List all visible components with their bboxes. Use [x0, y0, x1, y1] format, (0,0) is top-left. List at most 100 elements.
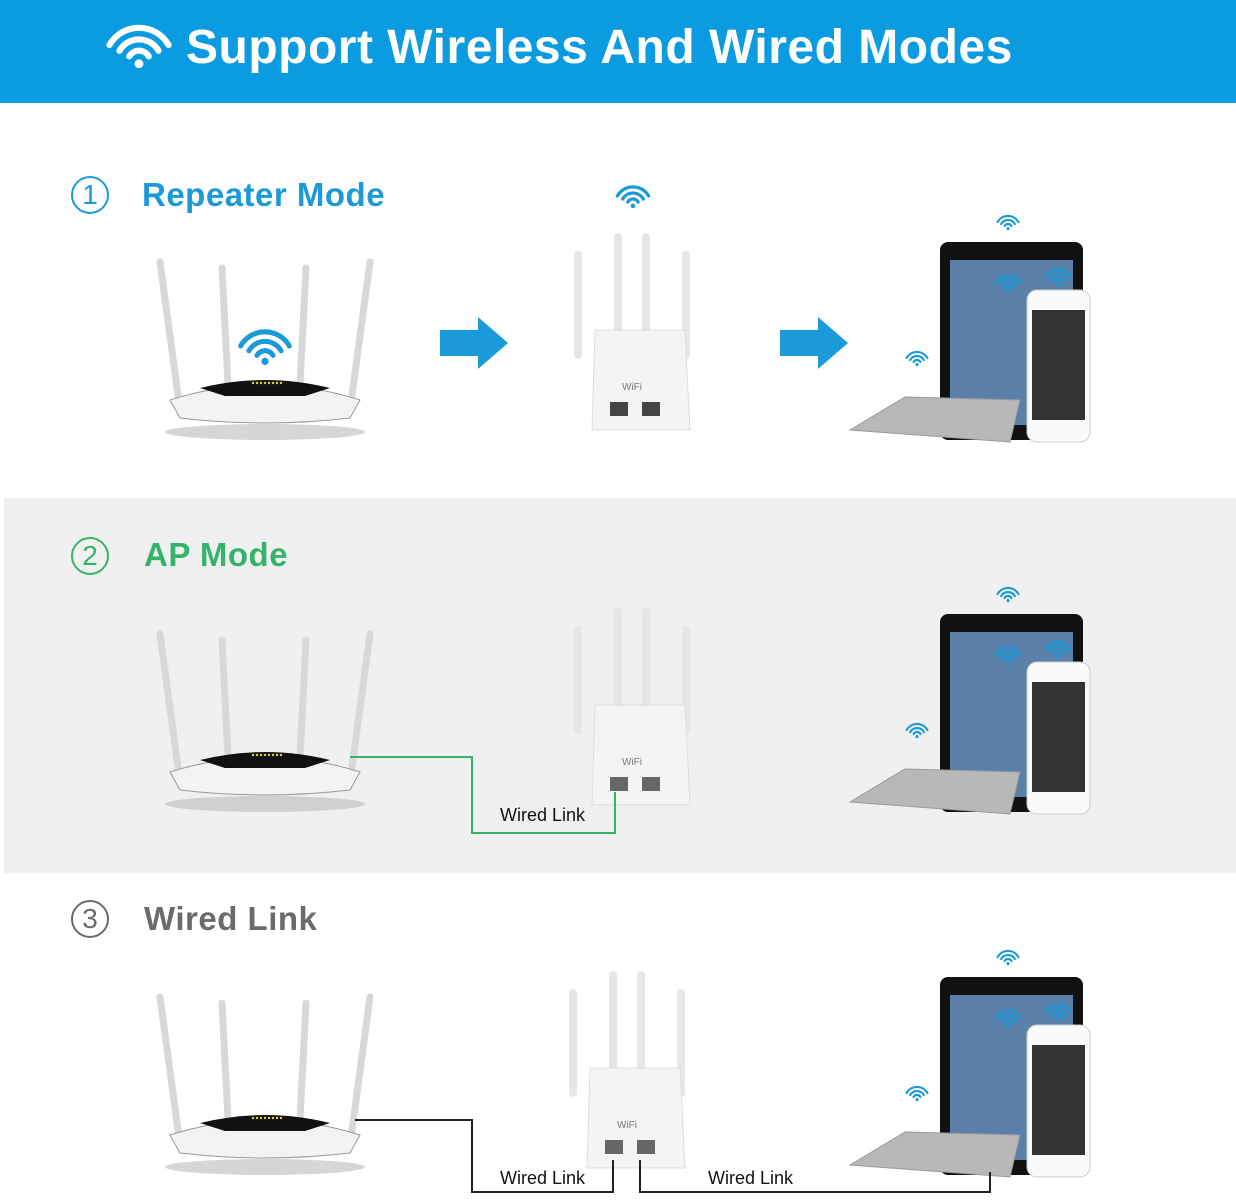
section-number-1: 1: [71, 176, 109, 214]
antenna: [296, 264, 310, 389]
antenna: [218, 264, 232, 389]
router-led: [275, 753, 279, 757]
section-title-repeater: Repeater Mode: [142, 176, 386, 213]
wifi-icon: [994, 1009, 1022, 1028]
wifi-arc: [996, 586, 1020, 596]
wifi-arc: [1044, 1003, 1072, 1014]
router-led: [263, 753, 267, 757]
wifi-arc: [998, 1014, 1018, 1022]
antenna: [156, 258, 184, 414]
router-led: [255, 381, 259, 385]
laptop: [848, 768, 1021, 815]
antenna: [346, 258, 374, 414]
wifi-logo: WiFi: [622, 757, 642, 768]
wifi-logo: WiFi: [622, 382, 642, 393]
wired-link-label: Wired Link: [500, 805, 586, 825]
antenna: [218, 999, 232, 1124]
main-router: [156, 630, 374, 812]
wifi-arc: [1002, 656, 1014, 661]
extender-body: [586, 1067, 686, 1169]
phone-screen: [1032, 310, 1085, 420]
wifi-extender: WiFi: [574, 233, 691, 431]
arrow-right-icon: [780, 317, 848, 369]
wired-link-label: Wired Link: [708, 1168, 794, 1188]
ethernet-port: [637, 1140, 655, 1154]
page-title: Support Wireless And Wired Modes: [186, 21, 1013, 74]
router-led: [251, 1116, 255, 1120]
wifi-arc: [994, 274, 1022, 285]
router-top: [200, 380, 330, 396]
router-led: [263, 1116, 267, 1120]
wifi-arc: [626, 197, 640, 204]
wifi-arc: [909, 726, 925, 734]
wifi-arc: [912, 358, 922, 364]
wifi-icon: [905, 350, 929, 367]
wifi-dot: [1056, 654, 1060, 659]
section-title-wired: Wired Link: [144, 900, 318, 937]
wifi-arc: [238, 329, 292, 349]
router-led: [263, 381, 267, 385]
wifi-arc: [1002, 284, 1014, 289]
wifi-dot: [1006, 288, 1010, 293]
wifi-dot: [1006, 1023, 1010, 1028]
wifi-arc: [246, 338, 284, 354]
router-led: [255, 1116, 259, 1120]
laptop: [848, 1131, 1021, 1178]
wifi-icon: [1044, 1003, 1072, 1022]
wifi-logo: WiFi: [617, 1120, 637, 1131]
laptop: [848, 396, 1021, 443]
router-led: [267, 1116, 271, 1120]
wifi-dot: [261, 357, 269, 366]
wifi-icon: [996, 586, 1020, 603]
antenna: [156, 993, 184, 1149]
antenna: [296, 636, 310, 761]
wifi-dot: [1006, 962, 1010, 966]
router-led: [259, 1116, 263, 1120]
wifi-icon: [996, 214, 1020, 231]
wifi-arc: [1048, 1008, 1068, 1016]
extender-body: [591, 704, 691, 806]
wired-link-label: Wired Link: [500, 1168, 586, 1188]
wifi-dot: [915, 363, 919, 367]
wifi-icon: [905, 1085, 929, 1102]
wifi-arc: [996, 214, 1020, 224]
wifi-icon: [106, 24, 172, 69]
client-devices: [848, 586, 1091, 815]
phone-screen: [1032, 682, 1085, 792]
section-number-3: 3: [71, 900, 109, 938]
section-number-2: 2: [71, 537, 109, 575]
router-led: [259, 381, 263, 385]
router-led: [251, 381, 255, 385]
router-led: [267, 753, 271, 757]
wifi-arc: [116, 36, 162, 54]
wifi-arc: [1052, 650, 1064, 655]
wifi-arc: [1052, 278, 1064, 283]
wifi-arc: [912, 1093, 922, 1099]
router-led: [279, 1116, 283, 1120]
wifi-arc: [1003, 594, 1013, 600]
wifi-dot: [915, 1098, 919, 1102]
phone-screen: [1032, 1045, 1085, 1155]
wifi-arc: [1044, 268, 1072, 279]
wifi-extender: WiFi: [574, 608, 691, 806]
client-devices: [848, 214, 1091, 443]
wifi-icon: [996, 949, 1020, 966]
wifi-arc: [254, 348, 276, 358]
wifi-arc: [1000, 953, 1016, 961]
wired-cable-in: [355, 1119, 614, 1193]
wifi-dot: [1006, 599, 1010, 603]
wifi-arc: [905, 722, 929, 732]
wifi-dot: [1056, 1017, 1060, 1022]
router-led: [271, 1116, 275, 1120]
extender-body: [591, 329, 691, 431]
wifi-dot: [1056, 282, 1060, 287]
ethernet-port: [605, 1140, 623, 1154]
wifi-dot: [630, 203, 636, 209]
router-led: [259, 753, 263, 757]
wifi-arc: [998, 279, 1018, 287]
antenna: [296, 999, 310, 1124]
main-router: [156, 993, 374, 1175]
main-router: [156, 258, 374, 440]
wifi-arc: [1048, 273, 1068, 281]
wired-cable-out: [639, 1160, 991, 1193]
